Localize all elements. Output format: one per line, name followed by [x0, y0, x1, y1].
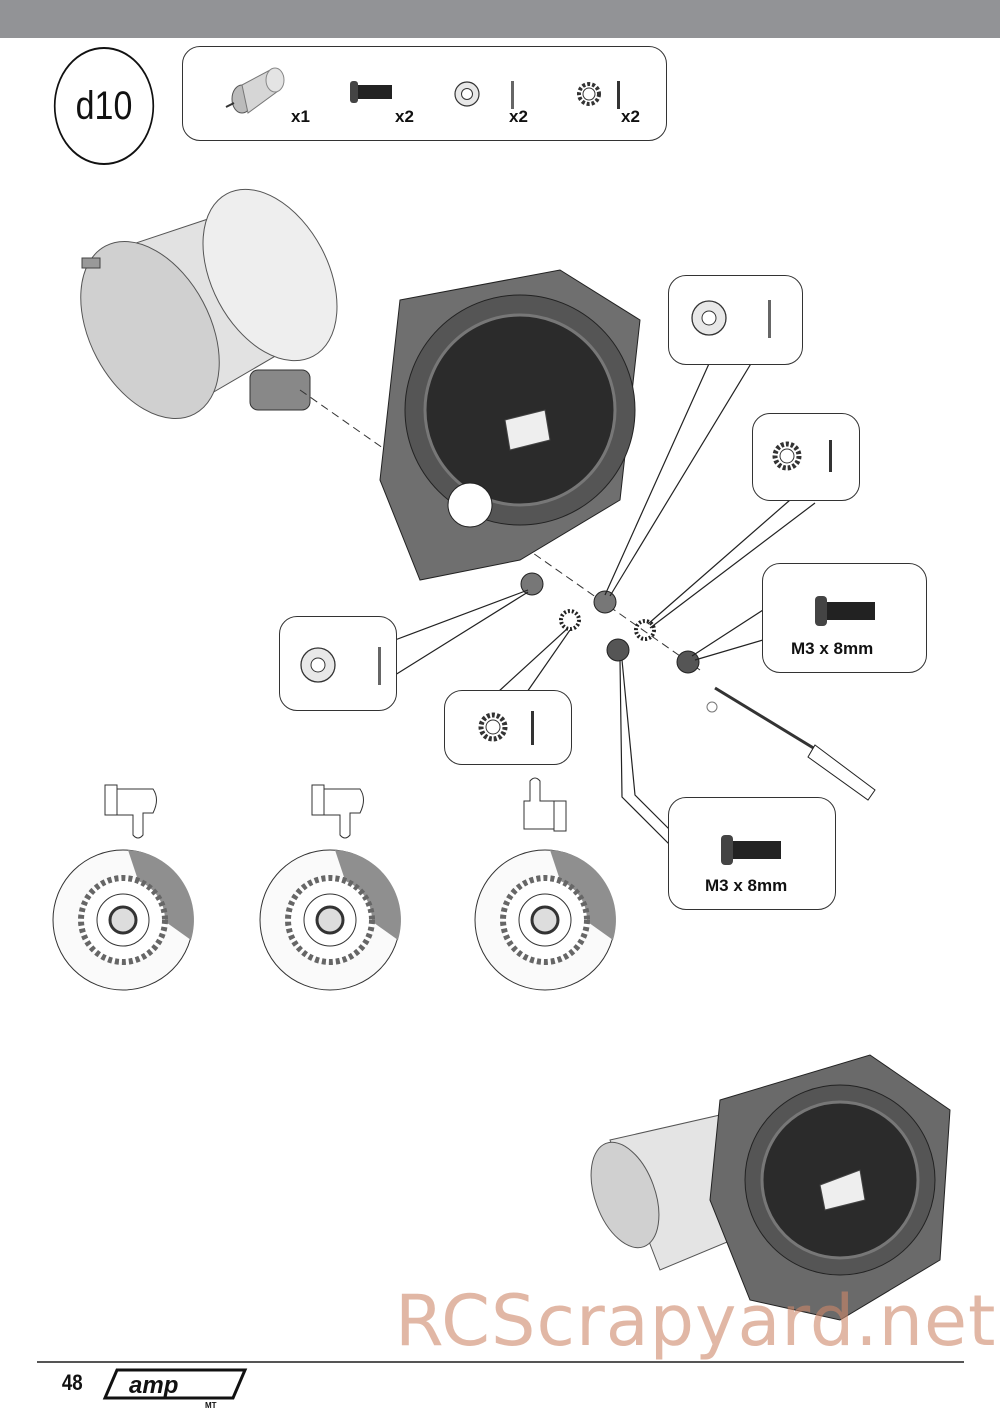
flat-washer-icon: [454, 81, 514, 109]
screw-icon: [815, 596, 875, 626]
brand-logo-text: amp: [129, 1372, 178, 1399]
mesh-example-2: [259, 849, 401, 991]
lock-washer-icon: [577, 81, 620, 109]
screw-qty: x2: [395, 107, 414, 126]
brand-logo-sub: MT: [205, 1401, 217, 1410]
flat-washer-icon: [300, 647, 381, 685]
watermark: RCScrapyard.net: [395, 1280, 997, 1362]
flat-washer-qty: x2: [509, 107, 528, 126]
parts-list-box: x1 x2 x2 x2: [182, 46, 667, 141]
callout-flat-washer-left: [279, 616, 397, 711]
mesh-example-1: [52, 849, 194, 991]
header-bar: [0, 0, 1000, 38]
motor-icon: [225, 67, 285, 114]
callout-lock-washer-bottom: [444, 690, 572, 765]
lock-washer-icon: [478, 711, 534, 745]
callout-lock-washer-top: [752, 413, 860, 501]
thumbs-down-icon: [311, 784, 364, 839]
screw-icon: [721, 835, 781, 865]
callout-flat-washer-top: [668, 275, 803, 365]
callout-screw-right: M3 x 8mm: [762, 563, 927, 673]
thumbs-down-icon: [104, 784, 157, 839]
screw-icon: [350, 81, 392, 103]
brand-logo-icon: amp MT: [102, 1368, 248, 1410]
screw-size-label: M3 x 8mm: [791, 639, 874, 658]
footer-divider: [37, 1361, 964, 1363]
motor-illustration: [80, 188, 338, 419]
lock-washer-icon: [772, 440, 832, 472]
page-number: 48: [61, 1370, 83, 1395]
thumbs-up-icon: [523, 777, 567, 832]
step-number-badge: d10: [53, 47, 155, 165]
screwdriver-illustration: [706, 686, 876, 801]
flat-washer-icon: [691, 300, 771, 338]
motor-qty: x1: [291, 107, 310, 126]
lock-washer-qty: x2: [621, 107, 640, 126]
gearbox-illustration: [379, 269, 641, 581]
mesh-example-3: [474, 849, 616, 991]
screw-size-label: M3 x 8mm: [705, 876, 788, 895]
callout-screw-bottom: M3 x 8mm: [668, 797, 836, 910]
